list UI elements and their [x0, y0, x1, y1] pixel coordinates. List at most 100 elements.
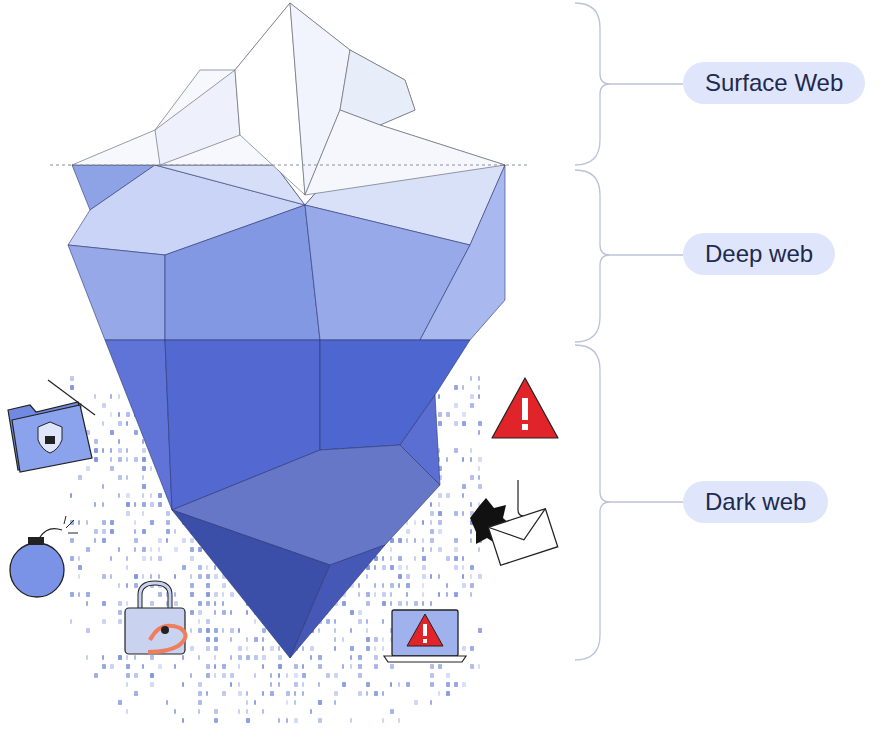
binary-digit-mark [246, 655, 250, 660]
binary-digit-mark [126, 709, 128, 714]
binary-digit-mark [470, 583, 474, 588]
hook-line [518, 480, 524, 516]
binary-digit-mark [86, 628, 90, 633]
binary-digit-mark [150, 556, 152, 561]
binary-digit-mark [446, 556, 450, 561]
binary-digit-mark [150, 673, 154, 678]
binary-digit-mark [94, 457, 98, 462]
folder-shape [12, 405, 92, 472]
binary-digit-mark [150, 682, 154, 687]
binary-digit-mark [238, 628, 240, 633]
binary-digit-mark [438, 520, 442, 525]
binary-digit-mark [398, 574, 402, 579]
water-line [50, 165, 530, 166]
binary-digit-mark [150, 502, 154, 507]
binary-digit-mark [462, 682, 466, 687]
binary-digit-mark [238, 682, 240, 687]
binary-digit-mark [318, 700, 322, 705]
warning-icon [492, 378, 558, 438]
binary-digit-mark [454, 421, 458, 426]
binary-digit-mark [318, 718, 322, 723]
binary-digit-mark [478, 430, 480, 435]
binary-digit-mark [118, 610, 122, 615]
binary-digit-mark [190, 574, 192, 579]
binary-digit-mark [118, 439, 120, 444]
layer-label: Dark web [705, 490, 806, 514]
binary-digit-mark [110, 529, 114, 534]
binary-digit-mark [310, 709, 312, 714]
binary-digit-mark [414, 556, 416, 561]
binary-digit-mark [94, 439, 98, 444]
binary-digit-mark [70, 619, 72, 624]
binary-digit-mark [174, 709, 176, 714]
binary-digit-mark [94, 448, 98, 453]
binary-digit-mark [110, 457, 112, 462]
binary-digit-mark [350, 628, 352, 633]
binary-digit-mark [350, 610, 354, 615]
binary-digit-mark [430, 511, 434, 516]
binary-digit-mark [374, 637, 378, 642]
binary-digit-mark [286, 700, 288, 705]
binary-digit-mark [86, 466, 90, 471]
binary-digit-mark [134, 457, 138, 462]
binary-digit-mark [126, 493, 130, 498]
bomb-cap [28, 537, 44, 545]
binary-digit-mark [302, 664, 304, 669]
binary-digit-mark [398, 601, 402, 606]
binary-digit-mark [470, 574, 472, 579]
binary-digit-mark [294, 682, 298, 687]
binary-digit-mark [166, 511, 170, 516]
binary-digit-mark [438, 394, 440, 399]
binary-digit-mark [366, 601, 370, 606]
binary-digit-mark [430, 664, 434, 669]
binary-digit-mark [478, 457, 482, 462]
binary-digit-mark [126, 475, 128, 480]
binary-digit-mark [118, 583, 120, 588]
binary-digit-mark [438, 529, 442, 534]
binary-digit-mark [254, 619, 256, 624]
layer-label: Surface Web [705, 71, 843, 95]
binary-digit-mark [134, 655, 136, 660]
binary-digit-mark [190, 547, 194, 552]
binary-digit-mark [118, 448, 122, 453]
binary-digit-mark [134, 538, 138, 543]
binary-digit-mark [238, 709, 240, 714]
binary-digit-mark [198, 691, 202, 696]
binary-digit-mark [246, 718, 250, 723]
binary-digit-mark [214, 628, 218, 633]
binary-digit-mark [342, 664, 344, 669]
binary-digit-mark [454, 547, 458, 552]
binary-digit-mark [126, 664, 130, 669]
binary-digit-mark [294, 718, 298, 723]
binary-digit-mark [118, 412, 120, 417]
binary-digit-mark [214, 709, 218, 714]
binary-digit-mark [102, 484, 104, 489]
binary-digit-mark [294, 673, 298, 678]
binary-digit-mark [422, 574, 426, 579]
binary-digit-mark [406, 529, 410, 534]
binary-digit-mark [430, 673, 434, 678]
binary-digit-mark [126, 511, 130, 516]
iceberg-facet [305, 110, 505, 195]
binary-digit-mark [126, 583, 128, 588]
binary-digit-mark [142, 439, 144, 444]
binary-digit-mark [198, 565, 202, 570]
binary-digit-mark [278, 673, 280, 678]
binary-digit-mark [406, 592, 408, 597]
binary-digit-mark [78, 592, 80, 597]
binary-digit-mark [102, 655, 104, 660]
binary-digit-mark [470, 403, 474, 408]
binary-digit-mark [478, 466, 480, 471]
binary-digit-mark [422, 583, 424, 588]
binary-digit-mark [462, 457, 464, 462]
binary-digit-mark [278, 646, 280, 651]
binary-digit-mark [430, 547, 432, 552]
bomb-icon [10, 516, 78, 597]
binary-digit-mark [190, 583, 194, 588]
binary-digit-mark [478, 385, 480, 390]
laptop-icon [384, 610, 466, 662]
binary-digit-mark [462, 583, 466, 588]
binary-digit-mark [262, 709, 264, 714]
binary-digit-mark [230, 682, 232, 687]
